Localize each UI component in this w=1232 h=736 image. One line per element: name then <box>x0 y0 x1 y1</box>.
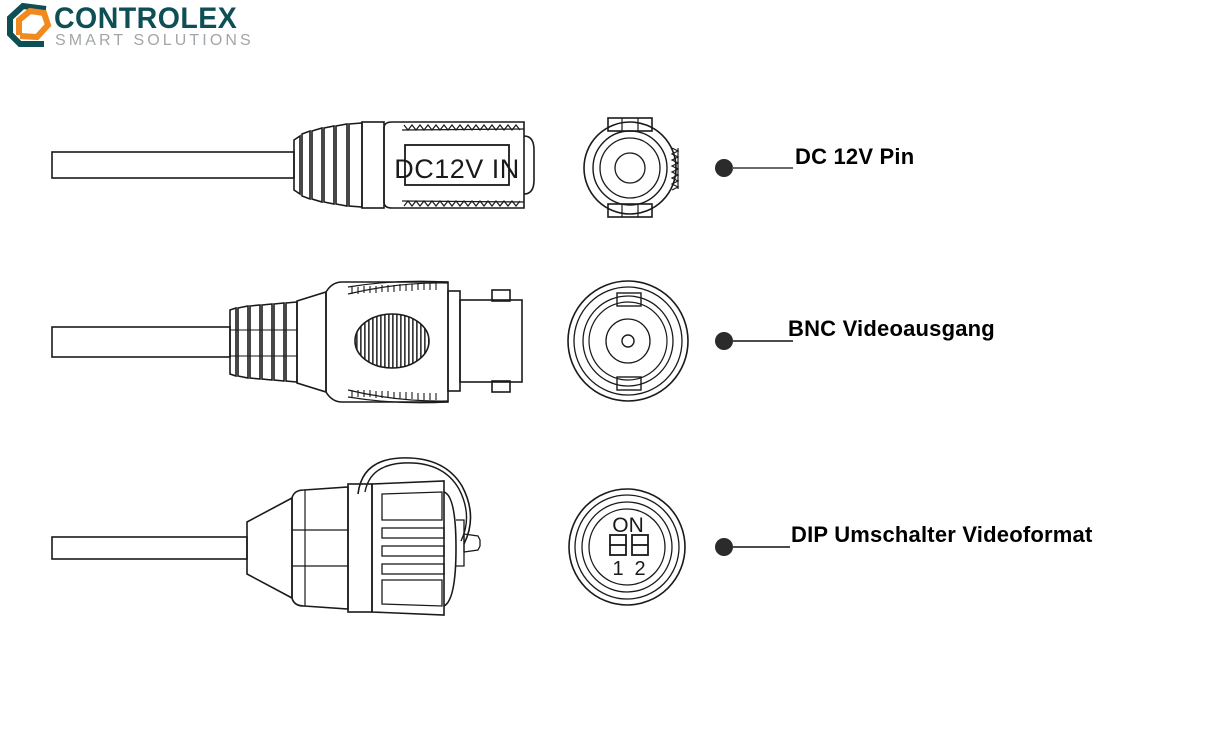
bnc-knurl-bottom <box>351 390 437 400</box>
dip-front-ring-3 <box>581 501 673 593</box>
dip-fin-block <box>371 480 445 616</box>
brand-wordmark: CONTROLEX SMART SOLUTIONS <box>54 2 254 52</box>
bnc-grip-hatch <box>355 314 429 368</box>
bnc-bayonet-collar <box>447 290 461 392</box>
dip-nub <box>463 533 481 553</box>
callout-dot-dc <box>715 159 733 177</box>
hexagon-logo-icon <box>6 2 54 49</box>
callout-label-dc-12v-pin: DC 12V Pin <box>795 144 915 169</box>
dc-power-connector-side-view <box>51 121 535 209</box>
dc-knurl-bottom <box>403 200 521 207</box>
dip-collar <box>347 483 373 613</box>
dip-switch-label-2: 2 <box>634 558 645 580</box>
bnc-front-ring-5 <box>605 318 651 364</box>
callout-label-bnc-video-output: BNC Videoausgang <box>788 316 995 341</box>
callout-dot-bnc <box>715 332 733 350</box>
dc-neck <box>361 121 385 209</box>
dc-end-cap <box>523 135 535 195</box>
brand-name: CONTROLEX <box>54 2 238 35</box>
bnc-connector-front-view <box>567 280 689 402</box>
bnc-bayonet-barrel <box>459 299 523 383</box>
dip-front-ring-4 <box>588 508 666 586</box>
dip-switch-front-view: ON 1 2 <box>568 488 686 606</box>
dc-front-tab-bottom <box>607 203 653 218</box>
dc-knurl-top <box>403 124 521 131</box>
bnc-taper <box>296 290 327 394</box>
dc-strain-relief <box>293 134 301 196</box>
bnc-strain-relief <box>229 306 237 378</box>
callout-dot-dip <box>715 538 733 556</box>
bnc-front-center-pin <box>621 334 635 348</box>
dip-switch-label-1: 1 <box>612 558 623 580</box>
callout-label-dip-switch-video-format: DIP Umschalter Videoformat <box>791 522 1093 547</box>
dc12v-in-marking-box <box>404 144 510 186</box>
dip-fin-upper <box>381 491 443 521</box>
dip-cable <box>51 536 248 560</box>
bnc-front-slot-bottom <box>616 376 642 391</box>
dc-front-inner-ring <box>599 137 661 199</box>
dc-front-mid-ring <box>592 130 668 206</box>
dc12v-in-marking-text: DC12V IN <box>394 154 520 184</box>
dip-fin-3 <box>381 563 445 575</box>
bnc-front-ring-2 <box>573 286 683 396</box>
dip-fin-1 <box>381 527 445 539</box>
dip-switch-connector-side-view <box>51 457 481 616</box>
dip-retaining-strap <box>357 457 472 545</box>
dip-fin-lower <box>381 579 443 607</box>
bnc-connector-side-view <box>51 280 523 404</box>
bnc-front-ring-3 <box>582 295 674 387</box>
bnc-grip-oval <box>354 313 430 369</box>
dc-front-outer-ring <box>583 121 677 215</box>
dc-cable <box>51 151 295 179</box>
dip-on-label: ON <box>612 514 644 537</box>
dc-front-pin-hole <box>614 152 646 184</box>
bnc-front-ring-1 <box>567 280 689 402</box>
bnc-front-ring-4 <box>588 301 668 381</box>
dc-barrel-body <box>383 121 525 209</box>
dip-fin-2 <box>381 545 445 557</box>
brand-tagline: SMART SOLUTIONS <box>55 32 254 49</box>
dip-end-cap <box>443 491 457 607</box>
dc-power-connector-front-view <box>583 117 680 218</box>
bnc-bayonet-tab-top <box>491 289 511 302</box>
brand-logo: CONTROLEX SMART SOLUTIONS <box>6 2 256 54</box>
bnc-bayonet-tab-bottom <box>491 380 511 393</box>
dip-front-ring-2 <box>574 494 680 600</box>
callout-leaders <box>715 159 793 556</box>
dip-strain-relief <box>246 496 293 600</box>
bnc-cable <box>51 326 231 358</box>
dip-front-ring-1 <box>568 488 686 606</box>
bnc-front-slot-top <box>616 292 642 307</box>
dip-body <box>291 486 349 610</box>
